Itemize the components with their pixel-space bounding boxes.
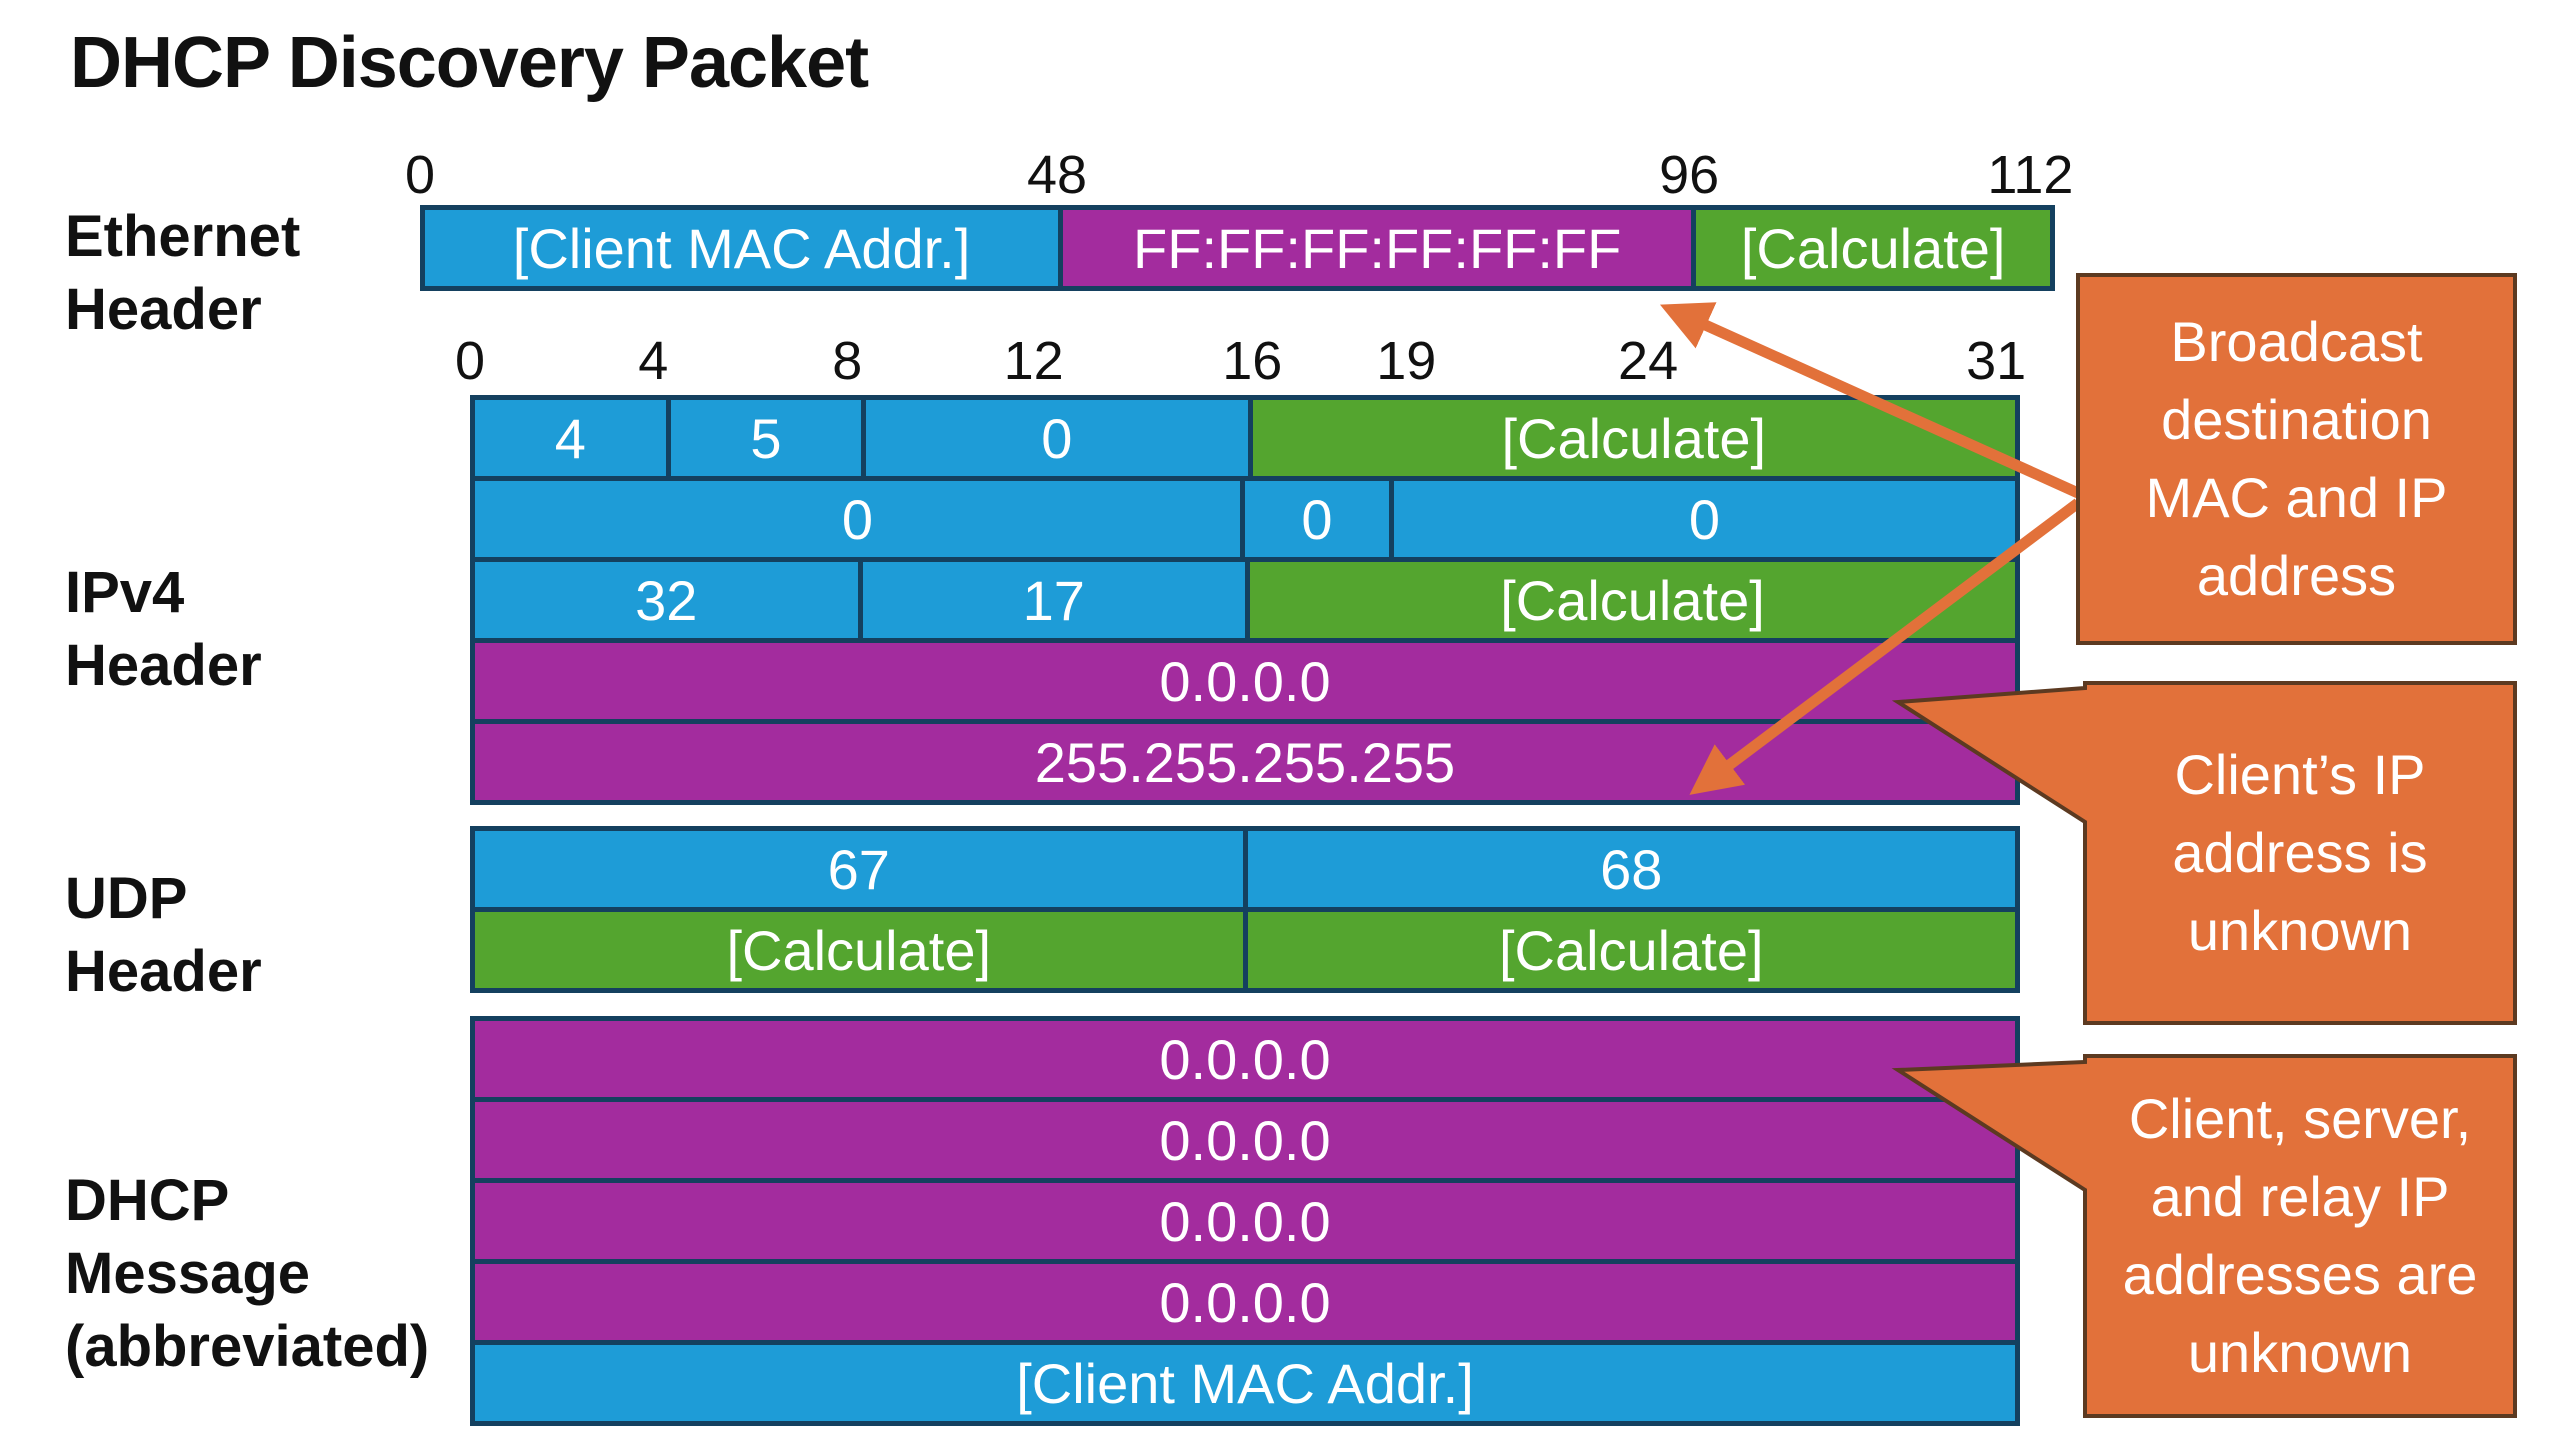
callout-client-ip-text-line: unknown (2187, 899, 2413, 962)
dhcp-message-row: [Client MAC Addr.] (475, 1340, 2015, 1421)
dhcp-message-label: DHCP Message (abbreviated) (65, 1164, 429, 1383)
ipv4-header-field-cell: [Calculate] (1247, 400, 2015, 476)
udp-header-row: [Calculate][Calculate] (475, 907, 2015, 988)
callout-unknown-addresses-text-line: unknown (2187, 1321, 2413, 1384)
ethernet-header-field-cell: [Client MAC Addr.] (425, 210, 1059, 286)
udp-header-label: UDP Header (65, 862, 262, 1008)
ipv4-header-label-line: Header (65, 633, 262, 698)
udp-header-field-cell: 67 (475, 831, 1243, 907)
dhcp-message-row: 0.0.0.0 (475, 1259, 2015, 1340)
ipv4-header-tick-label: 0 (454, 331, 486, 391)
callout-broadcast-text-line: address (2196, 544, 2397, 607)
callout-unknown-addresses-text-line: addresses are (2122, 1243, 2478, 1306)
ipv4-header-row: 0.0.0.0 (475, 638, 2015, 719)
udp-header-field-cell: [Calculate] (475, 912, 1243, 988)
udp-header-field-cell: 68 (1242, 831, 2015, 907)
dhcp-message-field-cell: 0.0.0.0 (475, 1183, 2015, 1259)
ethernet-header-field-cell: [Calculate] (1691, 210, 2050, 286)
dhcp-message-row: 0.0.0.0 (475, 1097, 2015, 1178)
ipv4-header-tick-label: 19 (1376, 331, 1437, 391)
callout-broadcast-text-line: Broadcast (2170, 310, 2423, 373)
ipv4-header-field-cell: 4 (475, 400, 666, 476)
callout-client-ip-text-line: address is (2172, 821, 2428, 884)
ipv4-header-label-line: IPv4 (65, 560, 185, 625)
ethernet-header-row: [Client MAC Addr.]FF:FF:FF:FF:FF:FF[Calc… (425, 210, 2050, 286)
udp-header-field-cell: [Calculate] (1242, 912, 2015, 988)
ipv4-header-row: 255.255.255.255 (475, 719, 2015, 800)
ipv4-header-bit-scale: 0 4 8 12 16 19 24 31 (455, 330, 2026, 391)
ethernet-header-bit-scale: 0 48 96 112 (405, 144, 2073, 205)
udp-header-label-line: Header (65, 939, 262, 1004)
udp-header-label-line: UDP (65, 866, 188, 931)
dhcp-message-label-line: Message (65, 1241, 311, 1306)
ipv4-header-tick-label: 31 (1966, 331, 2027, 391)
ipv4-header-field-cell: 0.0.0.0 (475, 643, 2015, 719)
callout-client-ip-text-line: Client’s IP (2174, 743, 2426, 806)
callout-unknown-addresses-text-line: and relay IP (2150, 1165, 2450, 1228)
ipv4-header-field-cell: 0 (1240, 481, 1389, 557)
dhcp-message-row: 0.0.0.0 (475, 1021, 2015, 1097)
dhcp-message-field-cell: 0.0.0.0 (475, 1021, 2015, 1097)
ipv4-header-tick-label: 4 (638, 331, 669, 391)
dhcp-message-field-cell: 0.0.0.0 (475, 1102, 2015, 1178)
dhcp-message-label-line: (abbreviated) (65, 1314, 430, 1379)
callout-broadcast-text-line: MAC and IP (2145, 466, 2448, 529)
ethernet-header-tick-label: 112 (1987, 145, 2074, 205)
callout-broadcast-text-line: destination (2161, 388, 2432, 451)
callout-client-ip-text: Client’s IP address is unknown (2085, 683, 2515, 1023)
ipv4-header-field-cell: [Calculate] (1245, 562, 2015, 638)
ipv4-header-field-cell: 5 (665, 400, 862, 476)
ipv4-header-field-cell: 0 (475, 481, 1240, 557)
ethernet-header-label-line: Ethernet (65, 204, 301, 269)
ipv4-header-tick-label: 16 (1222, 331, 1283, 391)
ethernet-header-field-cell: FF:FF:FF:FF:FF:FF (1058, 210, 1692, 286)
dhcp-message-field-cell: [Client MAC Addr.] (475, 1345, 2015, 1421)
ethernet-header-label-line: Header (65, 277, 262, 342)
callout-unknown-addresses-text-line: Client, server, (2128, 1087, 2472, 1150)
ipv4-header-tick-label: 12 (1003, 331, 1064, 391)
dhcp-message-row: 0.0.0.0 (475, 1178, 2015, 1259)
ipv4-header-tick-label: 8 (832, 331, 863, 391)
ipv4-header-field-cell: 0 (861, 400, 1248, 476)
ipv4-header-field-cell: 32 (475, 562, 858, 638)
ipv4-header-field-cell: 0 (1388, 481, 2015, 557)
page-title: DHCP Discovery Packet (70, 23, 869, 103)
ipv4-header-field-cell: 17 (857, 562, 1245, 638)
callout-unknown-addresses-text: Client, server, and relay IP addresses are… (2085, 1056, 2515, 1416)
dhcp-message-label-line: DHCP (65, 1168, 230, 1233)
ethernet-header-tick-label: 48 (1026, 145, 1088, 205)
ipv4-header-field-cell: 255.255.255.255 (475, 724, 2015, 800)
ethernet-header-bar: [Client MAC Addr.]FF:FF:FF:FF:FF:FF[Calc… (420, 205, 2055, 291)
dhcp-message-field-cell: 0.0.0.0 (475, 1264, 2015, 1340)
ethernet-header-tick-label: 96 (1659, 145, 1720, 205)
ipv4-header-tick-label: 24 (1618, 331, 1679, 391)
ethernet-header-tick-label: 0 (404, 145, 436, 205)
